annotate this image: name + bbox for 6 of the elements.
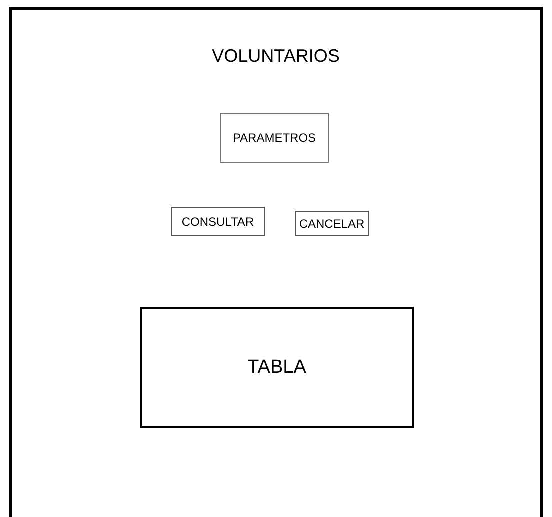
page-frame: [9, 7, 543, 517]
table-area: TABLA: [140, 307, 414, 428]
cancel-button: CANCELAR: [295, 211, 369, 236]
consult-button: CONSULTAR: [171, 207, 265, 236]
parameters-box: PARAMETROS: [220, 113, 329, 163]
page-title: VOLUNTARIOS: [211, 46, 341, 67]
